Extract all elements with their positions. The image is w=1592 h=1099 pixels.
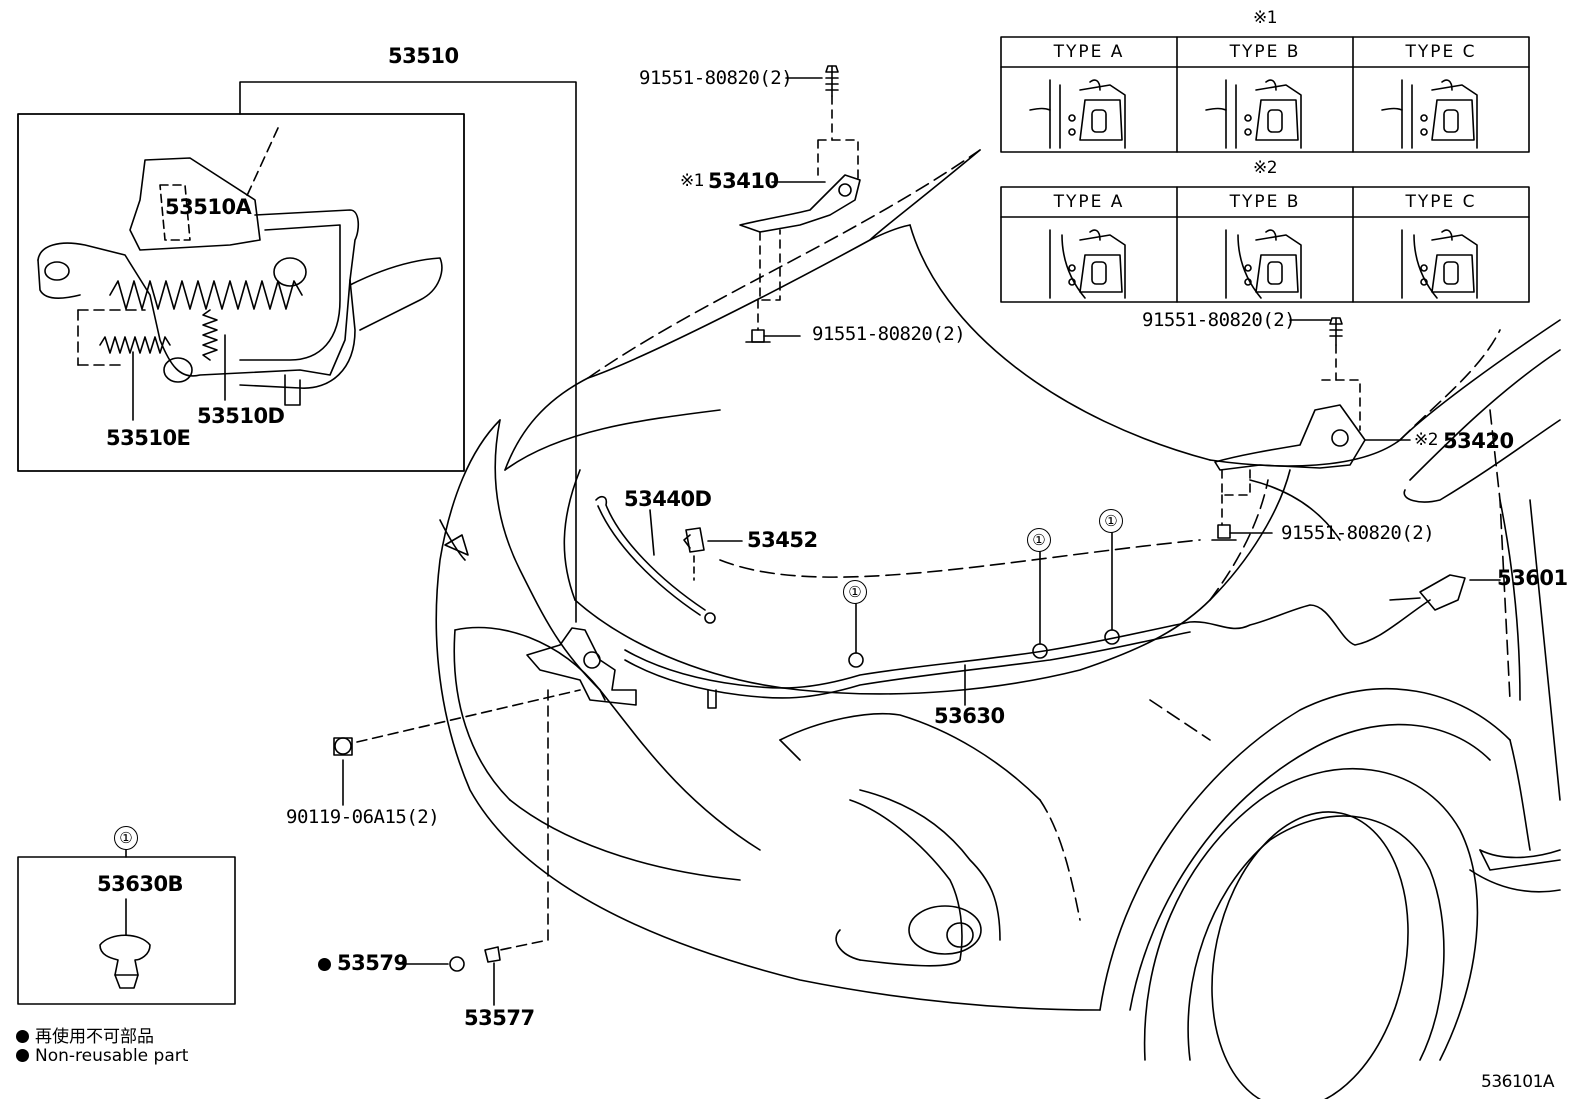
type-table-1-header-c: TYPE C: [1405, 42, 1477, 62]
type-table-2-header-a: TYPE A: [1053, 192, 1125, 212]
ref-circle-cable-2: ①: [1027, 528, 1051, 552]
type-thumb-icon: [1029, 79, 1126, 149]
legend-japanese: 再使用不可部品: [16, 1022, 154, 1047]
label-bolt-top-left: 91551-80820(2): [639, 67, 793, 89]
label-lock-bolt: 90119-06A15(2): [286, 806, 440, 828]
ref-circle-cable-1: ①: [843, 580, 867, 604]
type-table-1-mark: ※1: [1253, 8, 1278, 28]
hood-lock: [333, 532, 1501, 1006]
legend-english-text: Non-reusable part: [35, 1046, 189, 1066]
label-bolt-top-right: 91551-80820(2): [1142, 309, 1296, 331]
label-53410: 53410: [708, 169, 779, 193]
label-53630: 53630: [934, 704, 1005, 728]
label-53452: 53452: [747, 528, 818, 552]
legend-english: Non-reusable part: [16, 1046, 188, 1066]
label-53510: 53510: [388, 44, 459, 68]
label-53579: 53579: [318, 953, 408, 974]
legend-dot-icon: [16, 1049, 29, 1062]
hinge-rh: [1211, 317, 1411, 541]
label-53601: 53601: [1497, 566, 1568, 590]
type-table-2-mark: ※2: [1253, 158, 1278, 178]
label-53420: 53420: [1443, 429, 1514, 453]
label-53510A: 53510A: [165, 195, 252, 219]
non-reusable-dot-icon: [318, 958, 331, 971]
type-table-1-header-a: TYPE A: [1053, 42, 1125, 62]
label-bolt-mid-left: 91551-80820(2): [812, 323, 966, 345]
label-53440D: 53440D: [624, 487, 712, 511]
label-53579-text: 53579: [337, 951, 408, 975]
ref-circle-clamp: ①: [114, 826, 138, 850]
hinge-lh: [739, 65, 861, 343]
vehicle-body: [435, 149, 1561, 1099]
legend-japanese-text: 再使用不可部品: [35, 1027, 154, 1047]
diagram-id: 536101A: [1481, 1072, 1555, 1092]
clamp-inset-box: [17, 848, 236, 1005]
label-bolt-low-right: 91551-80820(2): [1281, 522, 1435, 544]
support-rod: [595, 495, 743, 624]
label-53510E: 53510E: [106, 426, 191, 450]
type-thumb-icon: [1049, 229, 1126, 299]
type-table-2-header-b: TYPE B: [1229, 192, 1301, 212]
label-hinge-lh-mark: ※1: [680, 171, 705, 191]
type-table-1-header-b: TYPE B: [1229, 42, 1301, 62]
lock-detail-box: [17, 81, 577, 623]
label-hinge-rh-mark: ※2: [1414, 430, 1439, 450]
type-table-2-header-c: TYPE C: [1405, 192, 1477, 212]
type-table-2: [1000, 186, 1530, 303]
ref-circle-cable-3: ①: [1099, 509, 1123, 533]
label-53577: 53577: [464, 1006, 535, 1030]
type-table-1: [1000, 36, 1530, 153]
label-53510D: 53510D: [197, 404, 285, 428]
label-53630B: 53630B: [97, 872, 184, 896]
legend-dot-icon: [16, 1030, 29, 1043]
